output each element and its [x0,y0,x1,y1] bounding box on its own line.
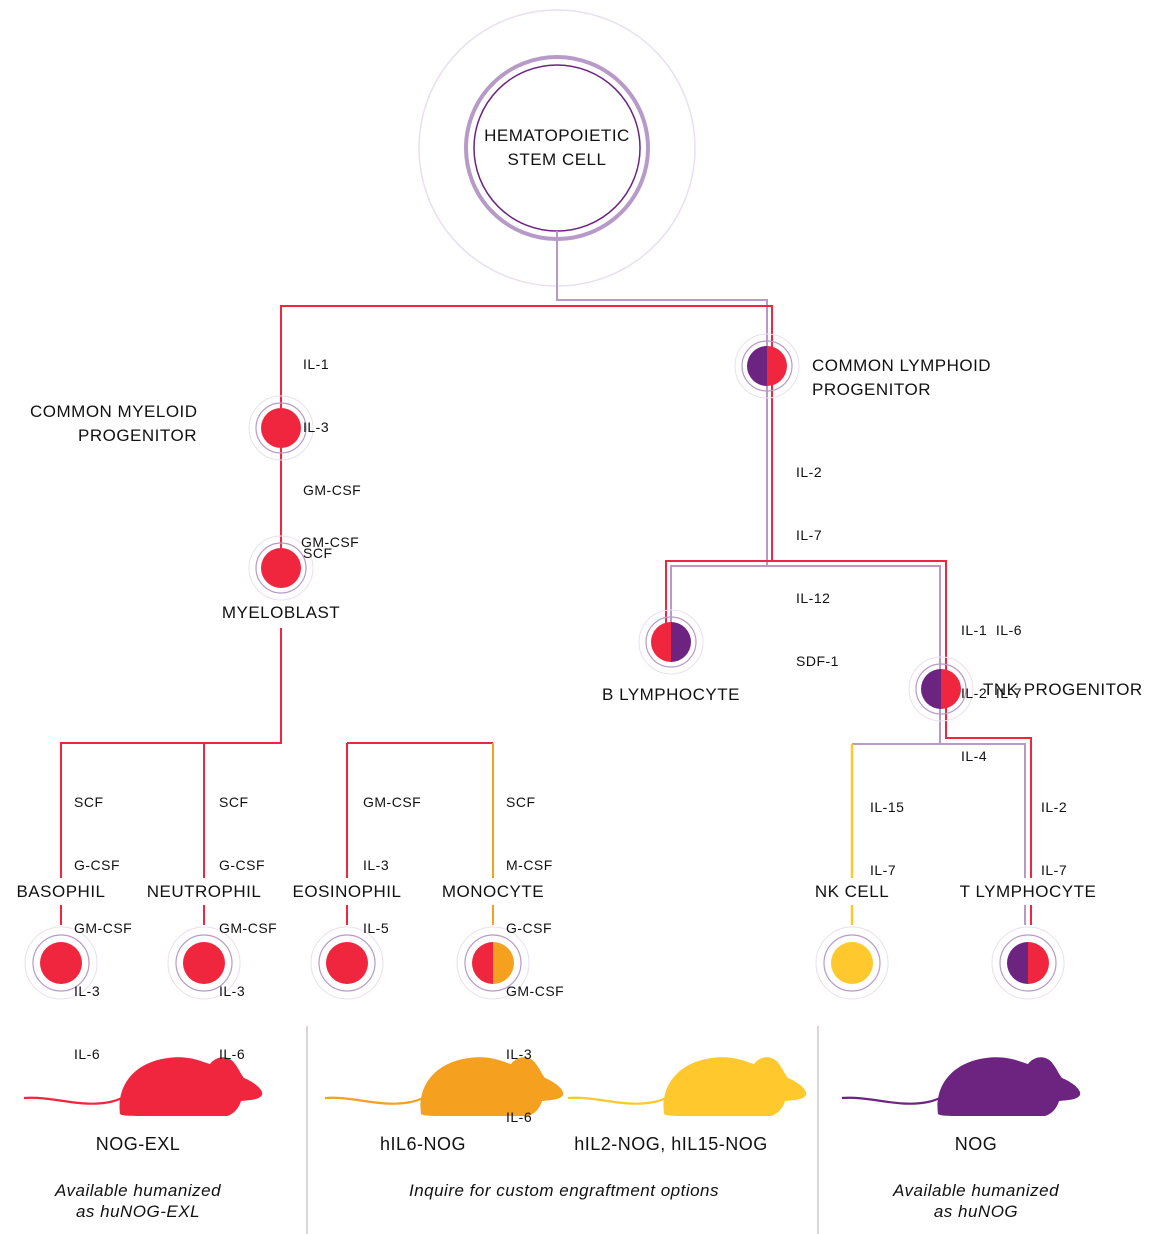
cytokine: IL-7 [1041,862,1068,878]
cytokine: IL-3 [219,983,246,999]
note-nog: Available humanized as huNOG [842,1180,1110,1222]
cytokine: IL-3 [303,419,330,435]
cytokine: M-CSF [506,857,553,873]
monocyte-label: MONOCYTE [441,882,545,901]
note-custom-engraftment: Inquire for custom engraftment options [408,1181,720,1200]
t-lymphocyte-label: T LYMPHOCYTE [959,882,1097,901]
cytokine: IL-6 [506,1109,533,1125]
clp-label: COMMON LYMPHOID PROGENITOR [812,354,991,402]
cell-common-myeloid-progenitor [248,395,314,461]
cell-myeloblast [248,535,314,601]
cell-b-lymphocyte [638,609,704,675]
cytokine: GM-CSF [219,920,278,936]
cytokines-to-tnk: IL-1 IL-6 IL-2 IL-7 IL-4 [961,578,1022,788]
cytokine: GM-CSF [363,794,422,810]
cytokines-eosinophil: GM-CSF IL-3 IL-5 [363,750,421,960]
cytokines-from-clp: IL-2 IL-7 IL-12 SDF-1 [796,420,839,693]
cytokine: IL-2 [796,464,823,480]
lineage-lines [60,231,1032,925]
myeloblast-label: MYELOBLAST [221,603,341,622]
cytokines-monocyte: SCF M-CSF G-CSF GM-CSF IL-3 IL-6 [506,750,564,1149]
cytokine: IL-2 IL-7 [961,685,1023,701]
mouse-silhouette-icon [23,1057,263,1116]
cytokine: IL-3 [363,857,390,873]
cytokines-to-myeloblast: GM-CSF [301,490,359,574]
cell-nk [815,926,889,1000]
cell-neutrophil [167,926,241,1000]
cytokines-nk-cell: IL-15 IL-7 [870,755,904,902]
cmp-label-line2: PROGENITOR [78,426,197,445]
cytokine: SCF [303,545,333,561]
cytokines-neutrophil: SCF G-CSF GM-CSF IL-3 IL-6 [219,750,277,1086]
cytokine: SDF-1 [796,653,839,669]
strain-nog-exl: NOG-EXL [95,1134,181,1154]
cell-common-lymphoid-progenitor [734,333,800,399]
mouse-silhouette-icon [324,1057,564,1116]
cytokine: IL-1 IL-6 [961,622,1023,638]
cytokine: IL-4 [961,748,988,764]
basophil-label: BASOPHIL [16,882,106,901]
cytokines-basophil: SCF G-CSF GM-CSF IL-3 IL-6 [74,750,132,1086]
cell-basophil [24,926,98,1000]
cytokines-t-lymphocyte: IL-2 IL-7 [1041,755,1067,902]
note-line: Available humanized [892,1181,1060,1200]
cytokine: IL-3 [506,1046,533,1062]
strain-hil6-nog: hIL6-NOG [379,1134,467,1154]
cytokine: G-CSF [506,920,553,936]
cytokines-to-cmp: IL-1 IL-3 GM-CSF SCF [303,312,361,585]
cytokine: IL-5 [363,920,390,936]
note-line: as huNOG-EXL [75,1202,201,1221]
neutrophil-label: NEUTROPHIL [146,882,262,901]
cytokine: GM-CSF [506,983,565,999]
cytokine: IL-6 [74,1046,101,1062]
stem-cell-label-line2: STEM CELL [507,150,607,169]
strain-hil2-hil15-nog: hIL2-NOG, hIL15-NOG [574,1134,768,1154]
cytokine: IL-2 [1041,799,1068,815]
cytokine: SCF [74,794,104,810]
eosinophil-label: EOSINOPHIL [292,882,402,901]
cell-t-lymphocyte [991,926,1065,1000]
clp-label-line2: PROGENITOR [812,380,931,399]
cytokine: GM-CSF [74,920,133,936]
note-line: as huNOG [933,1202,1019,1221]
cell-monocyte [456,926,530,1000]
mouse-silhouette-icon [567,1057,807,1116]
note-nog-exl: Available humanized as huNOG-EXL [8,1180,268,1222]
cytokine: GM-CSF [303,482,362,498]
tnk-progenitor-label: TNK PROGENITOR [983,680,1143,699]
cytokine: IL-6 [219,1046,246,1062]
cell-tnk-progenitor [908,656,974,722]
note-line: Available humanized [54,1181,222,1200]
cytokine: G-CSF [219,857,266,873]
b-lymphocyte-label: B LYMPHOCYTE [602,685,740,704]
cmp-label: COMMON MYELOID PROGENITOR [30,400,242,448]
cytokine: IL-7 [796,527,823,543]
stem-cell-label-line1: HEMATOPOIETIC [484,126,630,145]
cmp-label-line1: COMMON MYELOID [30,402,198,421]
cytokine: SCF [506,794,536,810]
clp-label-line1: COMMON LYMPHOID [812,356,992,375]
cell-eosinophil [310,926,384,1000]
mouse-silhouette-icon [841,1057,1081,1116]
cytokine: G-CSF [74,857,121,873]
cytokine: GM-CSF [301,534,360,550]
cytokine: IL-12 [796,590,831,606]
cytokine: SCF [219,794,249,810]
cytokine: IL-3 [74,983,101,999]
stem-cell-label: HEMATOPOIETIC STEM CELL [457,124,657,172]
cytokine: IL-7 [870,862,897,878]
cytokine: IL-1 [303,356,330,372]
cytokine: IL-15 [870,799,905,815]
strain-nog: NOG [954,1134,998,1154]
nk-cell-label: NK CELL [814,882,890,901]
